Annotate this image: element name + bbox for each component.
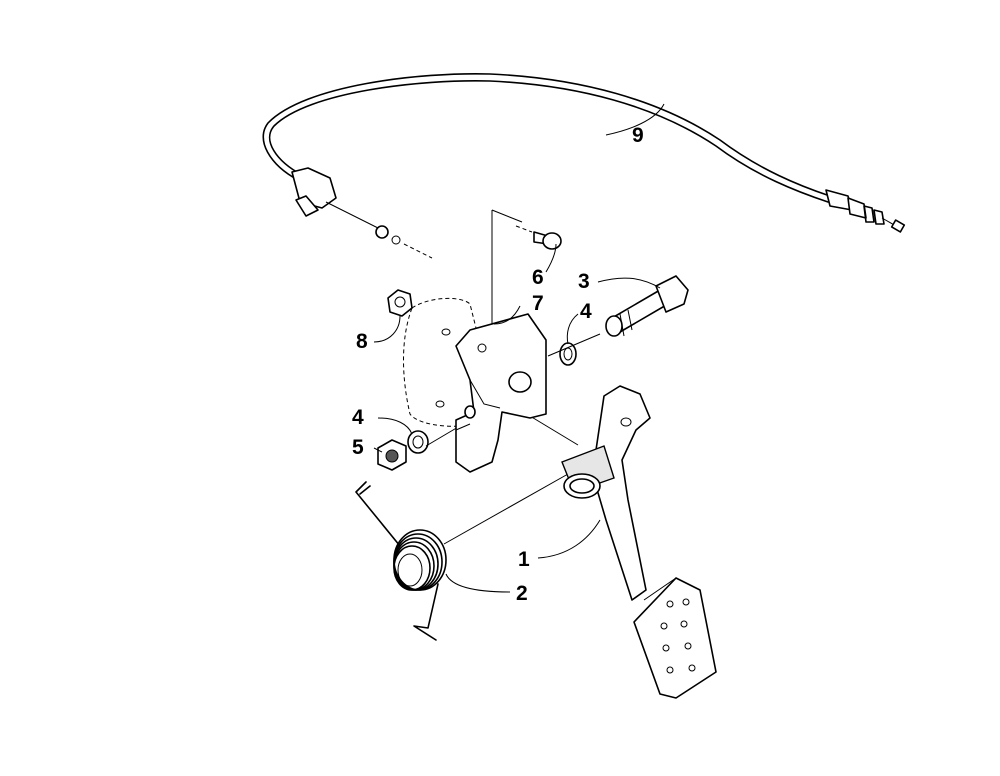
leader-lines <box>373 103 665 593</box>
pivot-bolt <box>605 275 689 337</box>
washer-lower <box>407 430 429 454</box>
callout-7: 7 <box>532 292 544 315</box>
washer-upper <box>559 342 577 366</box>
mounting-bracket <box>455 313 547 473</box>
callout-4-lower: 4 <box>352 406 364 429</box>
torsion-spring <box>355 473 569 641</box>
callout-4-upper: 4 <box>580 300 592 323</box>
callout-5: 5 <box>352 436 364 459</box>
callout-6: 6 <box>532 266 544 289</box>
pedal-arm <box>561 385 717 699</box>
screw <box>515 225 562 250</box>
callout-2: 2 <box>516 582 528 605</box>
throttle-cable <box>262 73 906 259</box>
callout-3: 3 <box>578 270 590 293</box>
callout-9: 9 <box>632 124 644 147</box>
callout-1: 1 <box>518 548 530 571</box>
nut-and-plate <box>387 289 481 427</box>
lock-nut <box>377 439 407 471</box>
callout-8: 8 <box>356 330 368 353</box>
